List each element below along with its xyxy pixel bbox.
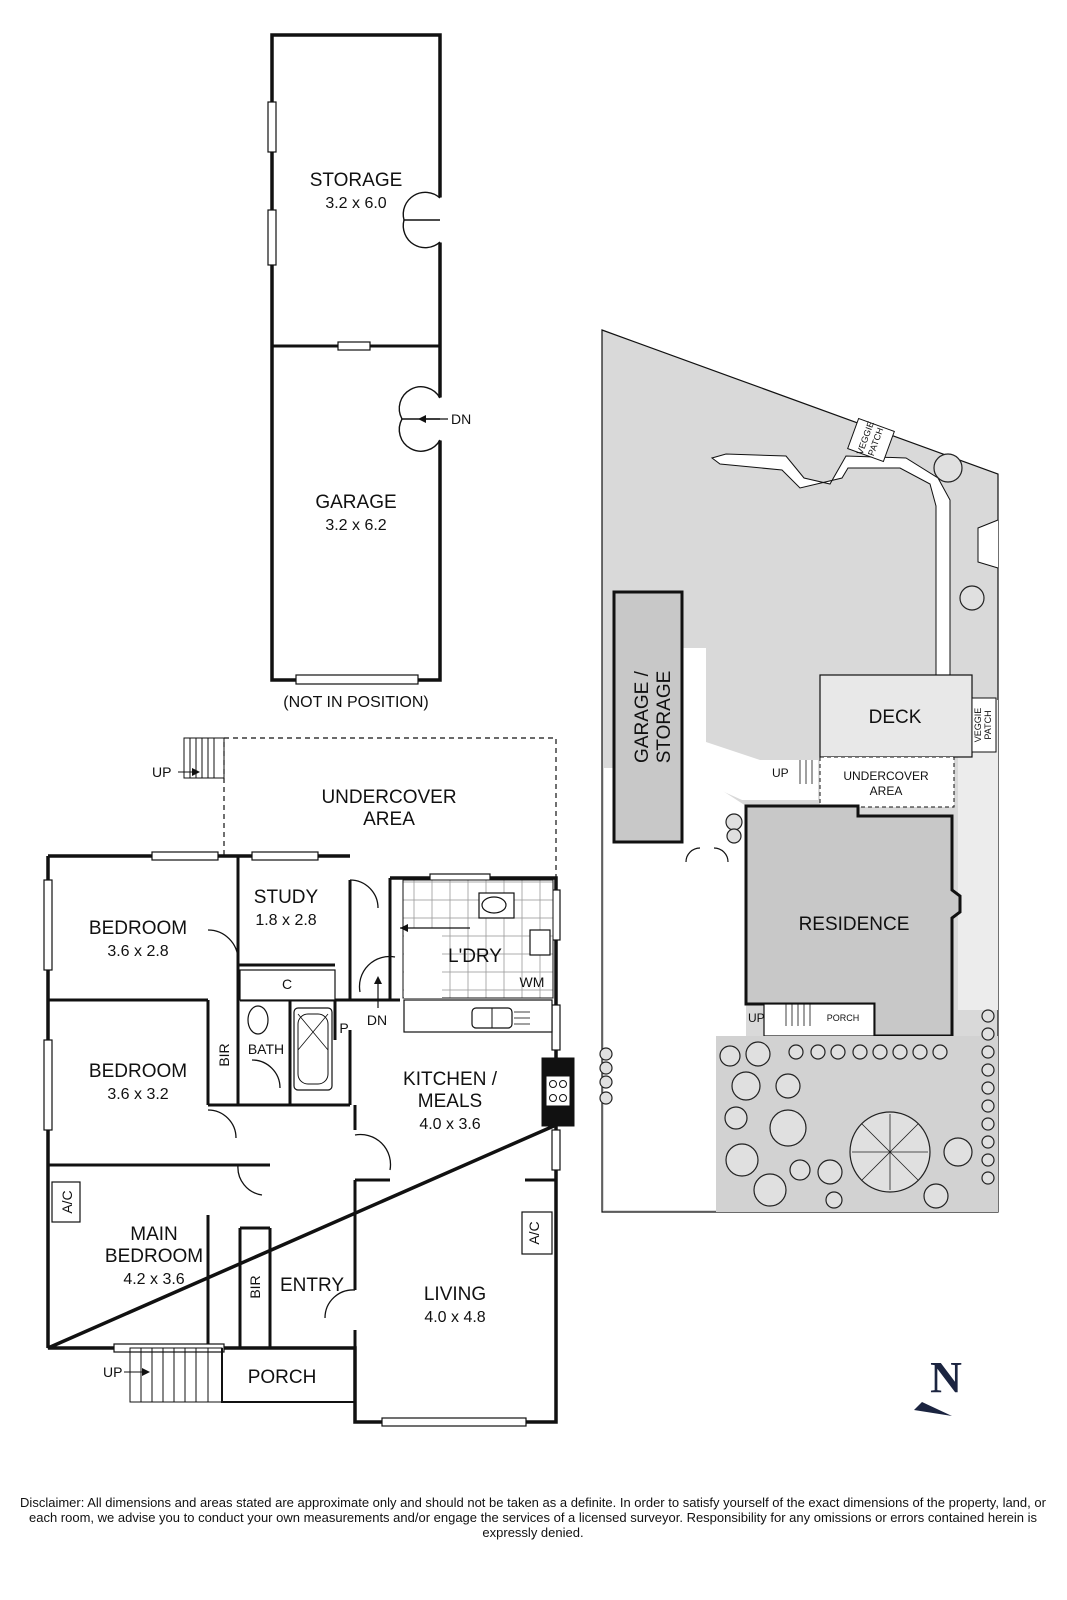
linen-cupboard <box>239 969 336 1001</box>
laundry-label: L'DRY <box>448 946 502 967</box>
garage-side-door-swing <box>398 386 441 420</box>
porch-label: PORCH <box>248 1367 317 1388</box>
entry-label: ENTRY <box>280 1275 344 1296</box>
north-arrow-icon <box>914 1402 952 1416</box>
driveway <box>604 768 746 1210</box>
storage-door-swing <box>402 191 441 221</box>
site-porch <box>763 1003 875 1037</box>
garage-side-door-swing-2 <box>398 418 441 452</box>
garage-dn-label: DN <box>451 411 471 427</box>
outbuilding <box>267 33 448 685</box>
kitchen-label-1: KITCHEN / <box>403 1069 498 1090</box>
site-undercover-label-2: AREA <box>870 784 903 798</box>
garage-roller-door <box>295 674 419 685</box>
front-stairs <box>124 1347 223 1403</box>
dn-arrow-head <box>418 415 426 423</box>
storage-dims: 3.2 x 6.0 <box>325 195 386 212</box>
site-garage-label-1: GARAGE / <box>632 670 653 763</box>
kitchen-bench <box>403 999 553 1033</box>
site-porch-label: PORCH <box>827 1013 860 1023</box>
north-compass: N <box>914 1353 962 1416</box>
laundry-trough <box>529 929 551 956</box>
site-veggie-top <box>847 417 895 463</box>
washing-machine-label: WM <box>520 974 545 990</box>
disclaimer-text: Disclaimer: All dimensions and areas sta… <box>20 1495 1046 1540</box>
side-path <box>680 648 818 800</box>
site-gate <box>685 847 729 863</box>
cooktop <box>545 1075 571 1107</box>
house-dn-label: DN <box>367 1012 387 1028</box>
ac-label-bedroom: A/C <box>59 1190 75 1213</box>
bedroom-2-label: BEDROOM <box>89 1061 187 1082</box>
bir-2-label: BIR <box>247 1275 263 1298</box>
ac-label-living: A/C <box>526 1221 542 1244</box>
site-undercover-label-1: UNDERCOVER <box>843 769 929 783</box>
porch-outline <box>221 1348 355 1403</box>
veggie-side-label-1: VEGGIE <box>973 708 983 743</box>
living-dims: 4.0 x 4.8 <box>424 1309 485 1326</box>
bir-label: BIR <box>216 1043 232 1066</box>
main-bedroom-label-2: BEDROOM <box>105 1246 203 1267</box>
site-side-gate <box>977 519 999 569</box>
site-up-label: UP <box>772 766 789 780</box>
ac-unit-living <box>521 1211 553 1255</box>
living-label: LIVING <box>424 1284 486 1305</box>
storage-door-swing-2 <box>402 219 441 249</box>
study-dims: 1.8 x 2.8 <box>255 912 316 929</box>
bedroom-1-label: BEDROOM <box>89 918 187 939</box>
site-trees <box>599 453 995 1209</box>
ac-unit-bedroom <box>51 1181 81 1223</box>
house-plan <box>43 737 575 1427</box>
bedroom-2-dims: 3.6 x 3.2 <box>107 1086 168 1103</box>
garage-window-top <box>337 341 371 351</box>
main-bedroom-dims: 4.2 x 3.6 <box>123 1271 184 1288</box>
site-veggie-side <box>971 697 997 753</box>
laundry-floor-gap <box>404 928 442 998</box>
interior-walls <box>48 856 556 1350</box>
site-plan <box>601 329 999 1213</box>
kitchen-dims: 4.0 x 3.6 <box>419 1116 480 1133</box>
outbuilding-walls <box>270 33 442 682</box>
cupboard-label: C <box>282 976 292 992</box>
veggie-side-label-2: PATCH <box>983 710 993 739</box>
main-bedroom-label-1: MAIN <box>130 1224 178 1245</box>
north-letter: N <box>930 1353 962 1402</box>
bath-label: BATH <box>248 1041 284 1057</box>
undercover-label-1: UNDERCOVER <box>321 787 456 808</box>
bedroom-1-dims: 3.6 x 2.8 <box>107 943 168 960</box>
study-label: STUDY <box>254 887 319 908</box>
back-stairs-up-label: UP <box>152 764 171 780</box>
site-residence-label: RESIDENCE <box>799 914 910 935</box>
not-in-position-note: (NOT IN POSITION) <box>283 694 428 711</box>
storage-label: STORAGE <box>310 170 403 191</box>
undercover-area-outline <box>223 737 557 878</box>
garage-dims: 3.2 x 6.2 <box>325 517 386 534</box>
storage-window-2 <box>267 209 277 266</box>
site-deck-label: DECK <box>869 707 922 728</box>
back-stairs <box>178 737 225 779</box>
site-porch-up-label: UP <box>748 1011 765 1025</box>
garage-label: GARAGE <box>315 492 396 513</box>
undercover-label-2: AREA <box>363 809 415 830</box>
site-garage-label-2: STORAGE <box>654 671 675 764</box>
door-swings <box>207 879 396 1319</box>
storage-window-1 <box>267 101 277 153</box>
front-stairs-up-label: UP <box>103 1364 122 1380</box>
site-garage-storage <box>612 590 684 844</box>
bathtub <box>293 1007 333 1091</box>
kitchen-label-2: MEALS <box>418 1091 482 1112</box>
site-undercover <box>819 756 955 808</box>
bath-basin <box>247 1005 269 1035</box>
pantry-label: P <box>339 1020 348 1036</box>
